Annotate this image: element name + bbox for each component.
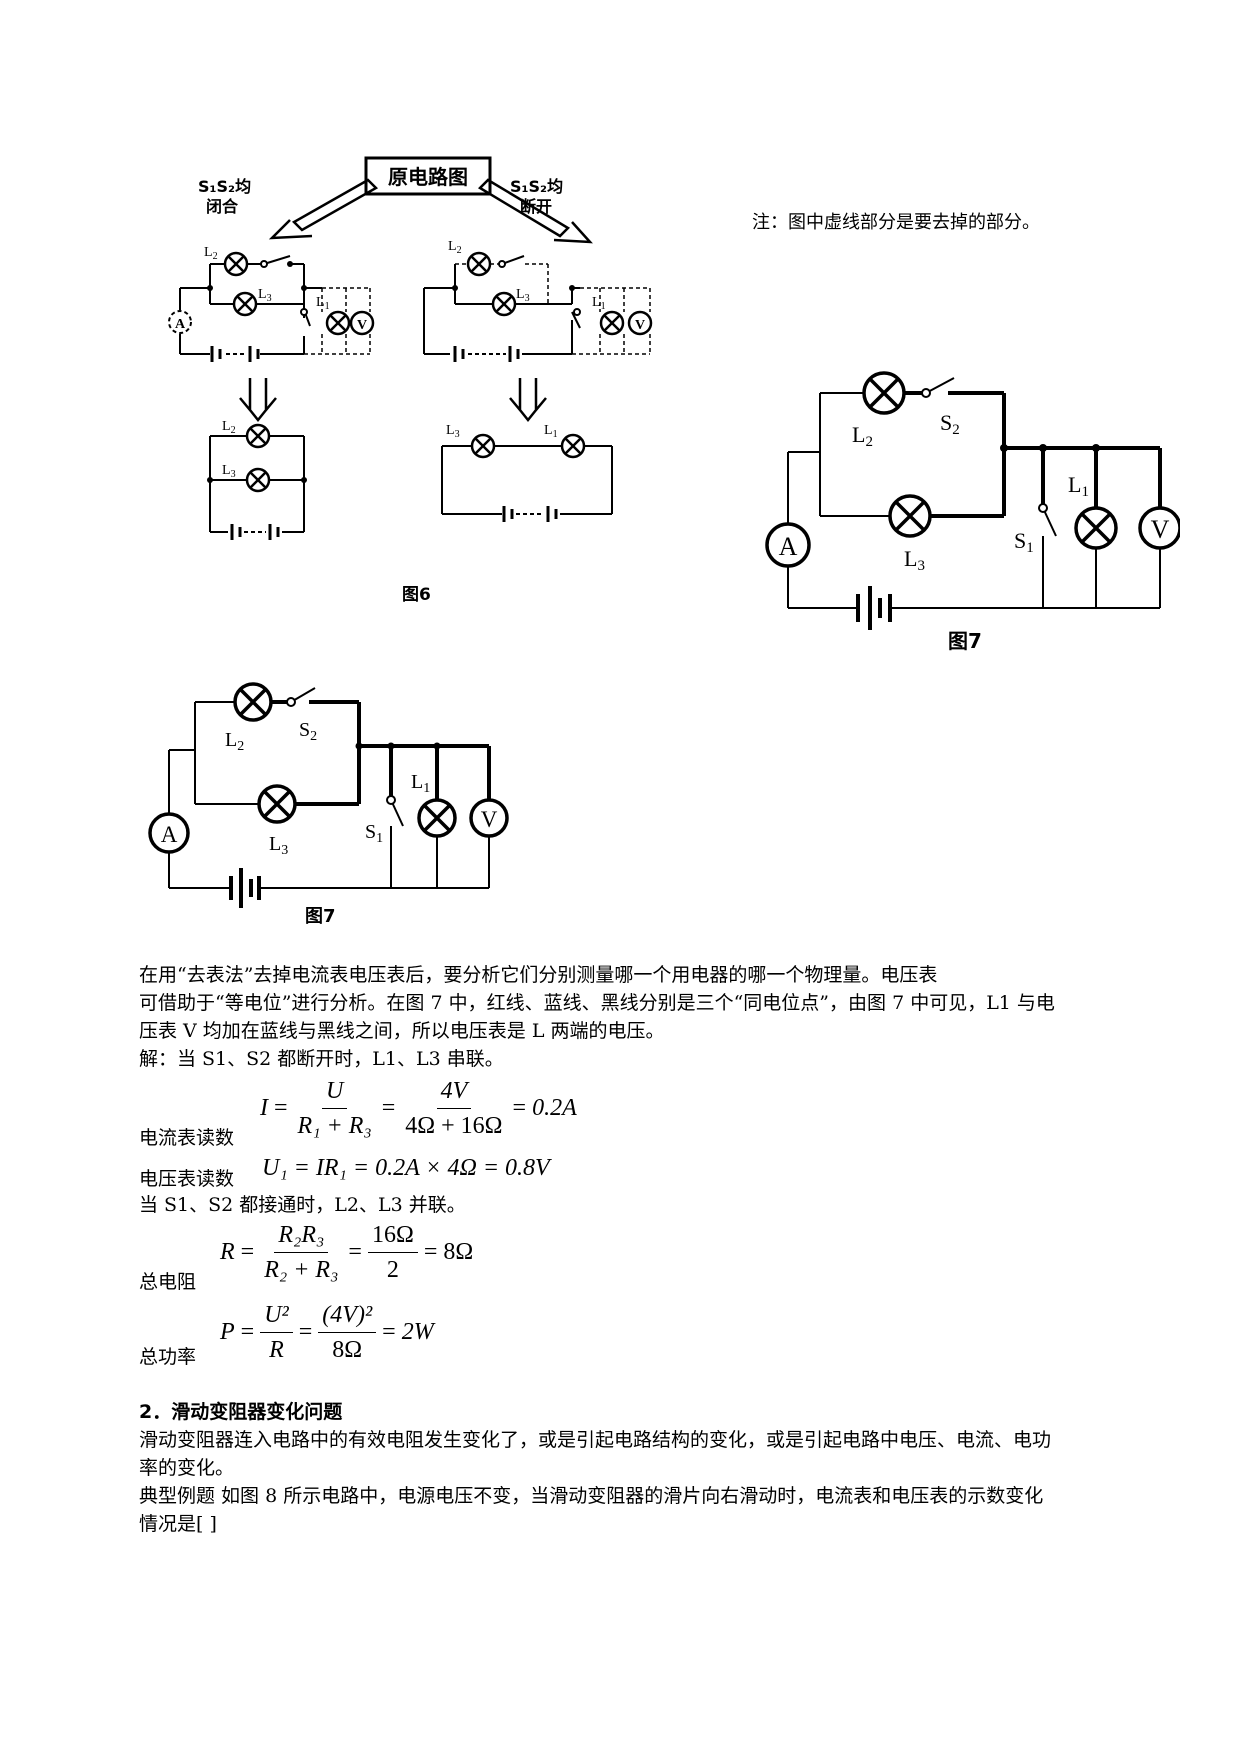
voltage-formula: U₁ = IR₁ = 0.2A × 4Ω = 0.8V: [262, 1155, 550, 1181]
original-circuit-title: 原电路图: [388, 165, 468, 189]
parallel-result-circuit: [209, 435, 305, 533]
note-text: 注：图中虚线部分是要去掉的部分。: [752, 212, 1040, 233]
fig7-ammeter-label: A: [779, 532, 798, 561]
section-heading: 2．滑动变阻器变化问题: [139, 1401, 343, 1423]
fig7s-s2-label: S2: [299, 719, 317, 744]
open-circuit-original: [423, 264, 580, 355]
ammeter-reading-label: 电流表读数: [139, 1127, 235, 1149]
l2-label-left: L2: [204, 245, 218, 262]
voltmeter-label-original: V: [357, 318, 367, 333]
fig7s-voltmeter-label: V: [481, 807, 498, 832]
closed-label-2: 闭合: [206, 197, 239, 216]
closed-label-1: S₁S₂均: [198, 177, 251, 196]
fig7s-l3-label: L3: [269, 833, 288, 858]
fig7-l1-label: L1: [1068, 472, 1089, 500]
parallel-line: 当 S1、S2 都接通时，L2、L3 并联。: [139, 1194, 466, 1216]
series-result-circuit: [441, 445, 613, 515]
arrow-to-open: [477, 178, 593, 244]
fig7-l2-label: L2: [852, 422, 873, 450]
original-circuit-box: [364, 156, 492, 196]
fig7s-battery: [229, 868, 261, 908]
fig7-s1-label: S1: [1014, 528, 1034, 556]
fig7s-s1-label: S1: [365, 821, 383, 846]
fig7s-l1-label: L1: [411, 771, 430, 796]
fig7-voltmeter-label: V: [1151, 515, 1170, 544]
l1-label-left: L1: [316, 295, 330, 312]
fig7s-caption: 图7: [305, 906, 336, 927]
para1-line2: 可借助于“等电位”进行分析。在图 7 中，红线、蓝线、黑线分别是三个“同电位点”…: [139, 992, 1055, 1014]
battery-left: [210, 346, 260, 362]
ammeter-label-original: A: [175, 317, 186, 332]
l1-label-right: L1: [592, 295, 606, 312]
fig7-l3-label: L3: [904, 546, 925, 574]
fig7s-ammeter-label: A: [161, 822, 178, 847]
down-arrow-left: [239, 378, 277, 423]
figure-6-diagram: 原电路图 S₁S₂均 闭合 S₁S₂均 断开 A: [168, 156, 653, 605]
l1-label-series: L1: [544, 423, 558, 440]
down-arrow-right: [509, 378, 547, 423]
fig6-caption: 图6: [402, 585, 431, 605]
voltmeter-label-open: V: [635, 318, 645, 333]
battery-right: [453, 346, 520, 362]
para2-line2: 率的变化。: [139, 1457, 235, 1479]
figure-7-large: V A L2 S2 L3 S1 L1 图7: [765, 371, 1180, 653]
fig7-battery: [856, 586, 892, 630]
l3-label-series: L3: [446, 423, 460, 440]
closed-circuit-original: [179, 255, 322, 355]
open-label-2: 断开: [520, 197, 552, 216]
l3-label-parallel: L3: [222, 463, 236, 480]
example-line1: 典型例题 如图 8 所示电路中，电源电压不变，当滑动变阻器的滑片向右滑动时，电流…: [139, 1485, 1044, 1507]
para1-line3: 压表 V 均加在蓝线与黑线之间，所以电压表是 L 两端的电压。: [139, 1020, 665, 1042]
fig7s-l2-label: L2: [225, 729, 244, 754]
figure-7-small: V A L2 S2 L3 S1 L1 图7: [148, 682, 509, 927]
voltmeter-reading-label: 电压表读数: [139, 1168, 235, 1190]
l3-label-left: L3: [258, 287, 272, 304]
para2-line1: 滑动变阻器连入电路中的有效电阻发生变化了，或是引起电路结构的变化，或是引起电路中…: [139, 1429, 1052, 1451]
l2-label-parallel: L2: [222, 419, 236, 436]
para1-line1: 在用“去表法”去掉电流表电压表后，要分析它们分别测量哪一个用电器的哪一个物理量。…: [139, 964, 938, 986]
total-power-label: 总功率: [139, 1346, 197, 1368]
fig7-caption: 图7: [948, 629, 982, 653]
solution-intro: 解：当 S1、S2 都断开时，L1、L3 串联。: [139, 1048, 504, 1070]
arrow-to-closed: [268, 178, 379, 240]
l3-label-right: L3: [516, 287, 530, 304]
example-line2: 情况是[ ]: [139, 1513, 217, 1535]
fig7-s2-label: S2: [940, 410, 960, 438]
open-label-1: S₁S₂均: [510, 177, 563, 196]
total-resistance-label: 总电阻: [139, 1271, 197, 1293]
l2-label-right: L2: [448, 239, 462, 256]
